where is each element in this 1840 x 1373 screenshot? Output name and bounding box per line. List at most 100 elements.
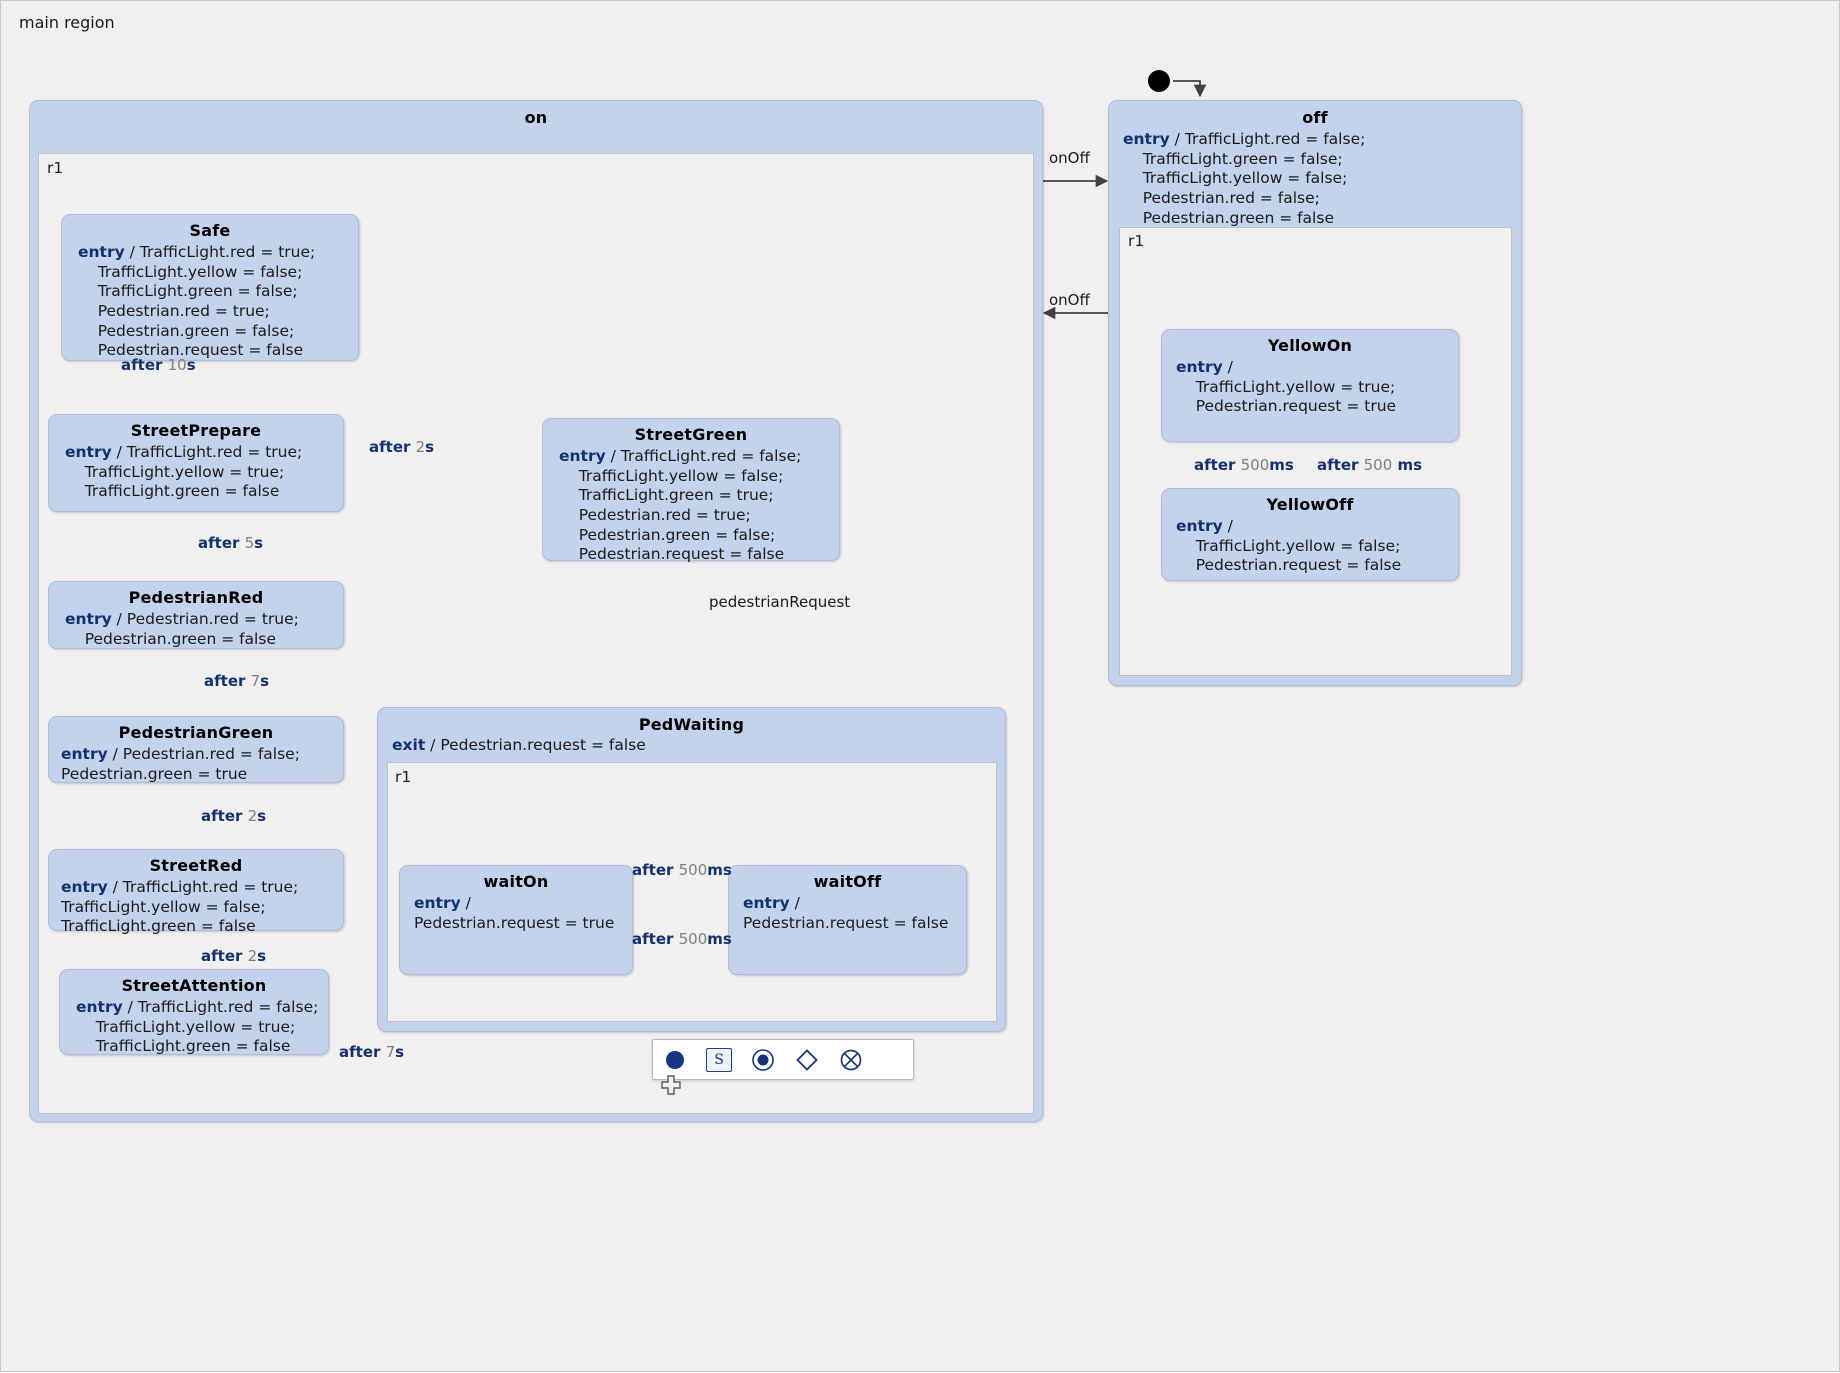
- transition-label-waitoff-waiton: after 500ms: [632, 930, 732, 948]
- after-value: 2: [415, 438, 426, 456]
- state-streetattention[interactable]: StreetAttention entry / TrafficLight.red…: [59, 969, 329, 1055]
- after-unit: s: [257, 947, 267, 965]
- state-yellowon-entry: entry / TrafficLight.yellow = true; Pede…: [1176, 358, 1397, 416]
- state-safe-entry: entry / TrafficLight.red = true; Traffic…: [78, 243, 316, 360]
- palette-initial-state-button[interactable]: [653, 1040, 697, 1080]
- state-streetattention-title: StreetAttention: [121, 976, 267, 995]
- state-pedwaiting-region-label: r1: [395, 768, 412, 786]
- state-pedwaiting-exit: exit / Pedestrian.request = false: [392, 736, 646, 754]
- after-value: 7: [385, 1043, 396, 1061]
- transition-label-waiton-waitoff: after 500ms: [632, 861, 732, 879]
- after-value: 10: [167, 356, 187, 374]
- after-value: 500: [678, 930, 708, 948]
- after-unit: s: [395, 1043, 405, 1061]
- state-waiton-title: waitOn: [483, 872, 549, 891]
- state-safe[interactable]: Safe entry / TrafficLight.red = true; Tr…: [61, 214, 359, 361]
- main-region-label: main region: [19, 13, 115, 32]
- initial-state-node-root: [1148, 70, 1170, 92]
- state-streetred[interactable]: StreetRed entry / TrafficLight.red = tru…: [48, 849, 344, 935]
- after-unit: ms: [1397, 456, 1423, 474]
- after-unit: s: [254, 534, 264, 552]
- state-off-entry: entry / TrafficLight.red = false; Traffi…: [1123, 130, 1366, 227]
- state-streetattention-entry: entry / TrafficLight.red = false; Traffi…: [76, 998, 319, 1056]
- after-unit: ms: [1269, 456, 1294, 474]
- after-keyword: after: [121, 356, 163, 374]
- state-pedwaiting-title: PedWaiting: [638, 715, 745, 734]
- after-unit: s: [257, 807, 267, 825]
- transition-label-off-on: onOff: [1049, 291, 1090, 309]
- state-off-region: [1119, 227, 1512, 676]
- shape-palette[interactable]: S: [652, 1039, 914, 1080]
- state-yellowoff[interactable]: YellowOff entry / TrafficLight.yellow = …: [1161, 488, 1459, 581]
- state-streetgreen-entry: entry / TrafficLight.red = false; Traffi…: [559, 447, 802, 564]
- state-yellowon-title: YellowOn: [1267, 336, 1353, 355]
- state-streetgreen-title: StreetGreen: [634, 425, 748, 444]
- state-waiton[interactable]: waitOn entry / Pedestrian.request = true: [399, 865, 633, 975]
- palette-state-button[interactable]: S: [697, 1040, 741, 1080]
- transition-label-on-off: onOff: [1049, 149, 1090, 167]
- state-on-title: on: [524, 108, 548, 127]
- filled-circle-icon: [666, 1050, 684, 1069]
- after-unit: ms: [707, 930, 732, 948]
- state-pedestrianred-entry: entry / Pedestrian.red = true; Pedestria…: [65, 610, 299, 648]
- target-circle-icon: [752, 1048, 774, 1071]
- state-waitoff[interactable]: waitOff entry / Pedestrian.request = fal…: [728, 865, 967, 975]
- after-unit: s: [425, 438, 435, 456]
- after-value: 7: [250, 672, 261, 690]
- palette-choice-button[interactable]: [785, 1040, 829, 1080]
- transition-label-pedwaiting-streetattention: after 7s: [339, 1043, 404, 1061]
- state-waitoff-title: waitOff: [813, 872, 882, 891]
- after-keyword: after: [1317, 456, 1359, 474]
- after-keyword: after: [632, 930, 674, 948]
- state-streetprepare-title: StreetPrepare: [130, 421, 262, 440]
- transition-label-streetgreen-pedwaiting: pedestrianRequest: [709, 593, 851, 611]
- state-pedestriangreen-title: PedestrianGreen: [118, 723, 274, 742]
- state-s-icon: S: [706, 1047, 732, 1072]
- state-pedestrianred[interactable]: PedestrianRed entry / Pedestrian.red = t…: [48, 581, 344, 649]
- state-streetred-entry: entry / TrafficLight.red = true; Traffic…: [61, 878, 299, 936]
- state-pedestriangreen-entry: entry / Pedestrian.red = false; Pedestri…: [61, 745, 300, 783]
- after-value: 2: [247, 947, 258, 965]
- after-keyword: after: [201, 807, 243, 825]
- transition-label-safe-streetprepare: after 10s: [121, 356, 196, 374]
- transition-label-yellowon-yellowoff: after 500ms: [1194, 456, 1294, 474]
- after-keyword: after: [201, 947, 243, 965]
- state-waitoff-entry: entry / Pedestrian.request = false: [743, 894, 949, 932]
- diamond-icon: [796, 1048, 818, 1071]
- after-keyword: after: [1194, 456, 1236, 474]
- after-keyword: after: [632, 861, 674, 879]
- after-value: 5: [244, 534, 255, 552]
- after-unit: s: [186, 356, 196, 374]
- state-off-title: off: [1302, 108, 1328, 127]
- transition-label-streetred-pedestriangreen: after 2s: [201, 807, 266, 825]
- after-keyword: after: [204, 672, 246, 690]
- state-yellowoff-title: YellowOff: [1266, 495, 1354, 514]
- palette-composite-state-button[interactable]: [741, 1040, 785, 1080]
- state-waiton-entry: entry / Pedestrian.request = true: [414, 894, 615, 932]
- state-off-region-label: r1: [1128, 232, 1145, 250]
- state-on-region-label: r1: [47, 159, 64, 177]
- after-value: 2: [247, 807, 258, 825]
- state-streetprepare[interactable]: StreetPrepare entry / TrafficLight.red =…: [48, 414, 344, 512]
- move-cursor-icon: [661, 1075, 681, 1095]
- after-unit: ms: [707, 861, 732, 879]
- crossed-circle-icon: [840, 1049, 862, 1070]
- transition-label-pedestrianred-streetprepare: after 5s: [198, 534, 263, 552]
- after-value: 500: [678, 861, 708, 879]
- state-pedestrianred-title: PedestrianRed: [128, 588, 264, 607]
- state-yellowon[interactable]: YellowOn entry / TrafficLight.yellow = t…: [1161, 329, 1459, 442]
- state-safe-title: Safe: [189, 221, 231, 240]
- transition-label-yellowoff-yellowon: after 500 ms: [1317, 456, 1422, 474]
- after-unit: s: [260, 672, 270, 690]
- state-pedestriangreen[interactable]: PedestrianGreen entry / Pedestrian.red =…: [48, 716, 344, 783]
- after-value: 500: [1240, 456, 1270, 474]
- state-yellowoff-entry: entry / TrafficLight.yellow = false; Ped…: [1176, 517, 1402, 575]
- state-streetgreen[interactable]: StreetGreen entry / TrafficLight.red = f…: [542, 418, 840, 563]
- transition-label-pedestriangreen-pedestrianred: after 7s: [204, 672, 269, 690]
- after-value: 500: [1363, 456, 1393, 474]
- after-keyword: after: [369, 438, 411, 456]
- state-streetred-title: StreetRed: [149, 856, 243, 875]
- after-keyword: after: [198, 534, 240, 552]
- palette-exit-node-button[interactable]: [829, 1040, 873, 1080]
